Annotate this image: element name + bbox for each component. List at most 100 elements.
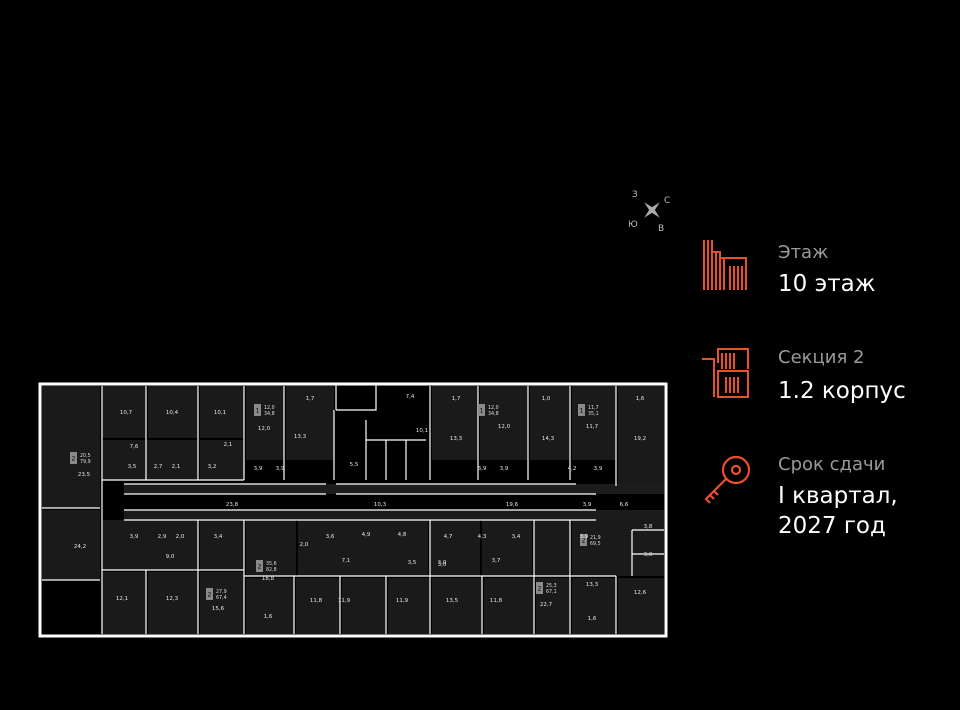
badge-total-area: 34,8 xyxy=(488,411,499,417)
room-area-label: 19,2 xyxy=(634,436,646,442)
apartment-rooms xyxy=(42,386,664,634)
badge-living-area: 20,5 xyxy=(80,453,91,459)
apartment-room xyxy=(480,386,528,460)
room-area-label: 3,5 xyxy=(128,464,137,470)
room-area-label: 2,1 xyxy=(172,464,181,470)
compass-west-label: З xyxy=(632,190,638,200)
badge-living-area: 12,0 xyxy=(488,405,499,411)
corridor xyxy=(124,484,664,494)
room-area-label: 7,4 xyxy=(406,394,415,400)
room-area-label: 1,6 xyxy=(588,616,597,622)
badge-total-area: 69,5 xyxy=(590,541,601,547)
room-area-label: 3,6 xyxy=(326,534,335,540)
room-area-label: 2,7 xyxy=(154,464,163,470)
room-area-label: 1,0 xyxy=(542,396,551,402)
room-area-label: 9,0 xyxy=(166,554,175,560)
apartment-room xyxy=(430,520,480,576)
apartment-room xyxy=(246,386,284,460)
deadline-value-line2: 2027 год xyxy=(778,513,886,539)
room-area-label: 3,9 xyxy=(130,534,139,540)
apartment-room xyxy=(42,386,100,508)
deadline-label: Срок сдачи xyxy=(778,454,886,475)
room-area-label: 11,9 xyxy=(396,598,409,604)
apartment-room xyxy=(102,386,146,438)
room-area-label: 3,4 xyxy=(512,534,521,540)
room-area-label: 15,6 xyxy=(212,606,225,612)
room-area-label: 23,5 xyxy=(78,472,91,478)
badge-total-area: 35,1 xyxy=(588,411,599,417)
apartment-room xyxy=(572,386,616,460)
apartment-room xyxy=(482,520,532,576)
room-area-label: 1,7 xyxy=(452,396,461,402)
room-area-label: 12,0 xyxy=(258,426,271,432)
building-section-icon xyxy=(702,348,749,398)
wall-line xyxy=(335,384,377,411)
badge-room-box xyxy=(256,560,263,572)
section-value: 1.2 корпус xyxy=(778,378,906,404)
room-area-label: 1,6 xyxy=(636,396,645,402)
badge-total-area: 67,1 xyxy=(546,589,557,595)
room-area-label: 3,0 xyxy=(438,562,447,568)
room-area-label: 2,0 xyxy=(300,542,309,548)
badge-rooms: 1 xyxy=(580,408,584,415)
wall-line xyxy=(42,479,616,581)
room-area-label: 13,3 xyxy=(294,434,307,440)
room-area-label: 3,4 xyxy=(214,534,223,540)
room-area-label: 1,7 xyxy=(306,396,315,402)
room-area-label: 3,9 xyxy=(583,502,592,508)
apartment-room xyxy=(102,440,198,480)
apartment-room xyxy=(484,578,534,634)
apartment-room xyxy=(42,510,100,580)
floor-label: Этаж xyxy=(778,242,829,263)
room-area-label: 12,0 xyxy=(498,424,511,430)
badge-living-area: 25,3 xyxy=(546,583,557,589)
apartment-room xyxy=(200,440,244,480)
room-area-label: 11,8 xyxy=(490,598,503,604)
room-area-label: 19,6 xyxy=(506,502,519,508)
compass-south-label: Ю xyxy=(628,220,638,230)
room-area-label: 3,5 xyxy=(408,560,417,566)
room-area-label: 4,9 xyxy=(362,532,371,538)
wall-line xyxy=(145,520,387,634)
room-area-label: 12,6 xyxy=(634,590,647,596)
apartment-room xyxy=(200,520,244,570)
apartment-room xyxy=(200,386,244,438)
room-area-label: 12,1 xyxy=(116,596,128,602)
exterior-wall xyxy=(38,382,668,638)
floor-value: 10 этаж xyxy=(778,271,876,297)
room-area-label: 13,5 xyxy=(446,598,459,604)
room-area-label: 12,3 xyxy=(166,596,179,602)
badge-rooms: 2 xyxy=(582,538,586,545)
badge-total-area: 34,8 xyxy=(264,411,275,417)
room-area-label: 11,9 xyxy=(338,598,351,604)
apartment-room xyxy=(148,386,198,438)
deadline-value-line1: I квартал, xyxy=(778,483,898,509)
room-area-label: 3,9 xyxy=(594,466,603,472)
apartment-room xyxy=(572,520,664,576)
room-area-label: 14,3 xyxy=(542,436,555,442)
wall-line xyxy=(124,483,596,521)
badge-room-box xyxy=(206,588,213,600)
apartment-room xyxy=(388,578,430,634)
building-floors-icon xyxy=(703,240,747,290)
apartment-room xyxy=(618,386,664,486)
room-area-label: 3,2 xyxy=(208,464,217,470)
room-area-label: 5,5 xyxy=(350,462,359,468)
plan-walls xyxy=(38,382,668,638)
room-area-label: 4,8 xyxy=(398,532,407,538)
wall-line xyxy=(429,520,617,634)
room-area-label: 2,0 xyxy=(176,534,185,540)
room-area-label: 10,7 xyxy=(120,410,133,416)
section-label: Секция 2 xyxy=(778,347,865,368)
badge-total-area: 67,4 xyxy=(216,595,227,601)
